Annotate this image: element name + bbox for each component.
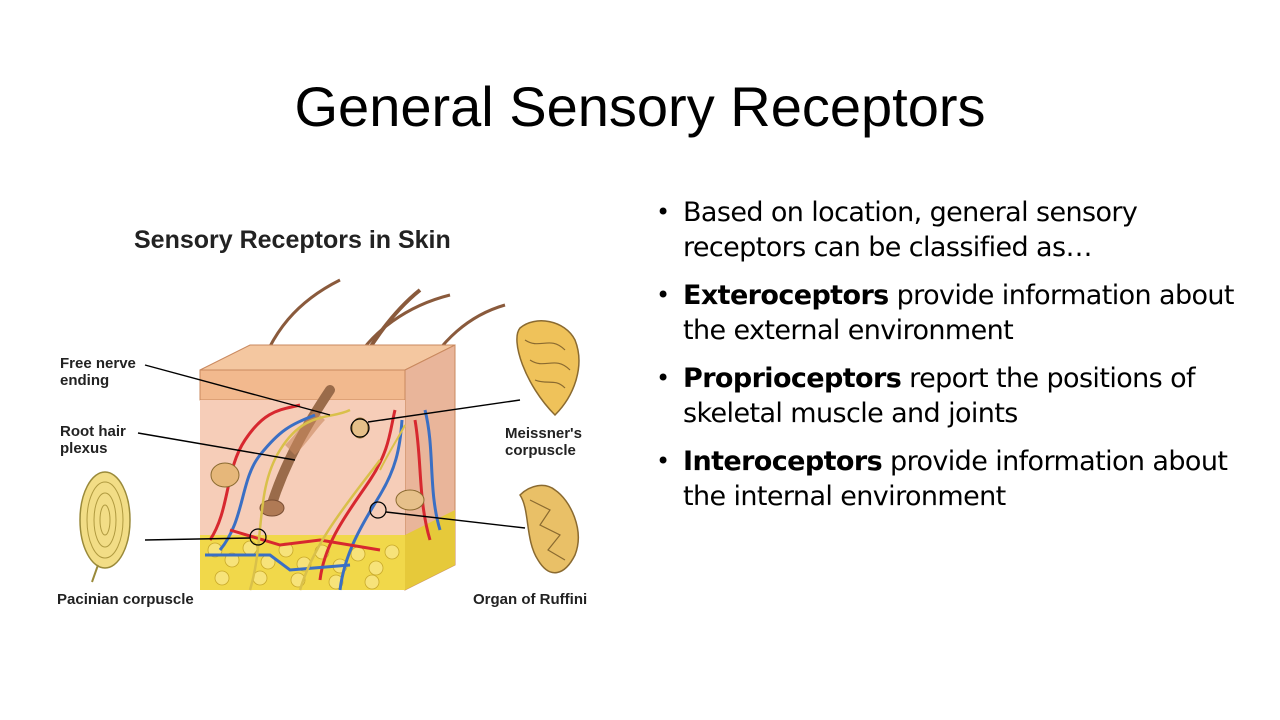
- label-free-nerve-line1: Free nerve: [60, 355, 136, 372]
- slide-title: General Sensory Receptors: [294, 75, 986, 138]
- bullet-text: report the positions of skeletal muscle …: [683, 363, 1196, 429]
- bullet-text: provide information about the external e…: [683, 280, 1235, 346]
- bullet-glyph: •: [656, 364, 670, 392]
- bullet-list: • Based on location, general sensory rece…: [656, 195, 1256, 527]
- label-free-nerve-ending: Free nerve ending: [60, 355, 136, 389]
- label-organ-of-ruffini: Organ of Ruffini: [473, 591, 588, 608]
- label-root-hair-line2: plexus: [60, 440, 108, 457]
- bullet-text: provide information about the internal e…: [683, 446, 1228, 512]
- bullet-text: Based on location, general sensory recep…: [683, 197, 1138, 263]
- skin-receptors-figure: Sensory Receptors in Skin Free nerve end…: [50, 210, 620, 620]
- bullet-glyph: •: [656, 447, 670, 475]
- bullet-item: • Based on location, general sensory rece…: [656, 195, 1256, 265]
- label-meissner-line2: corpuscle: [505, 442, 576, 459]
- label-meissner-line1: Meissner's: [505, 425, 582, 442]
- skin-cross-section-illustration: [79, 278, 580, 591]
- label-meissners-corpuscle: Meissner's corpuscle: [505, 425, 582, 459]
- bullet-glyph: •: [656, 198, 670, 226]
- label-root-hair-plexus: Root hair plexus: [60, 423, 126, 457]
- label-pacinian-corpuscle: Pacinian corpuscle: [57, 591, 194, 608]
- bullet-glyph: •: [656, 281, 670, 309]
- bullet-bold-term: Proprioceptors: [683, 363, 902, 394]
- label-free-nerve-line2: ending: [60, 372, 110, 389]
- bullet-item: • Interoceptors provide information about…: [656, 444, 1256, 514]
- bullet-bold-term: Exteroceptors: [683, 280, 889, 311]
- label-root-hair-line1: Root hair: [60, 423, 126, 440]
- bullet-bold-term: Interoceptors: [683, 446, 883, 477]
- figure-title: Sensory Receptors in Skin: [134, 226, 451, 254]
- bullet-item: • Exteroceptors provide information about…: [656, 278, 1256, 348]
- bullet-item: • Proprioceptors report the positions of …: [656, 361, 1256, 431]
